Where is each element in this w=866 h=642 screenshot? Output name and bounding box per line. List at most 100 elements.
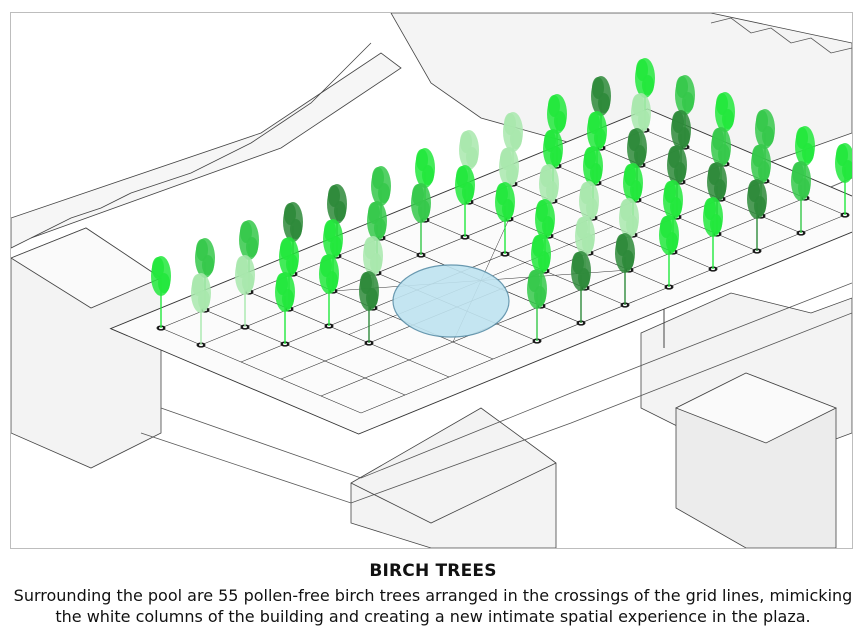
tree-canopy-detail: [280, 238, 292, 260]
tree-canopy-detail: [542, 216, 554, 236]
birch-tree: [359, 271, 379, 346]
birch-tree: [711, 127, 731, 202]
tree-canopy-detail: [496, 183, 508, 205]
tree-canopy-detail: [576, 217, 588, 239]
grid-line: [240, 163, 726, 363]
tree-canopy-detail: [792, 162, 804, 184]
tree-canopy-detail: [158, 273, 170, 293]
tree-canopy-detail: [462, 182, 474, 202]
tree-canopy-detail: [660, 216, 672, 238]
tree-canopy-detail: [710, 214, 722, 234]
tree-canopy-detail: [246, 237, 258, 257]
birch-tree: [499, 147, 519, 222]
tree-canopy-detail: [672, 111, 684, 133]
tree-canopy-detail: [528, 270, 540, 292]
tree-canopy-detail: [196, 239, 208, 261]
tree-canopy-detail: [622, 250, 634, 270]
tree-canopy-detail: [290, 219, 302, 239]
tree-canopy-detail: [548, 95, 560, 117]
tree-canopy-detail: [328, 185, 340, 207]
grid-line: [160, 129, 646, 329]
tree-canopy-detail: [712, 128, 724, 150]
tree-canopy-detail: [550, 146, 562, 166]
tree-canopy-detail: [718, 144, 730, 164]
caption-line-2: the white columns of the building and cr…: [55, 607, 811, 626]
tree-canopy-detail: [554, 111, 566, 131]
tree-canopy-detail: [326, 271, 338, 291]
tree-canopy-detail: [360, 272, 372, 294]
tree-canopy-detail: [374, 218, 386, 238]
tree-canopy-detail: [422, 165, 434, 185]
building-top-left-steps: [30, 42, 372, 239]
building-right-lower-top: [675, 372, 837, 444]
tree-canopy-detail: [366, 288, 378, 308]
reflecting-pool: [392, 264, 510, 338]
tree-canopy-detail: [236, 256, 248, 278]
birch-tree: [747, 179, 767, 254]
birch-trees: [151, 58, 852, 348]
tree-canopy-detail: [588, 112, 600, 134]
birch-tree: [755, 109, 775, 184]
birch-tree: [715, 92, 735, 167]
tree-canopy-detail: [416, 149, 428, 171]
tree-canopy-detail: [370, 253, 382, 273]
isometric-plaza-diagram: [11, 13, 852, 548]
tree-canopy-detail: [534, 286, 546, 306]
birch-tree: [751, 144, 771, 219]
tree-canopy-detail: [668, 146, 680, 168]
tree-canopy-detail: [628, 129, 640, 151]
birch-tree: [459, 130, 479, 205]
tree-canopy-detail: [624, 164, 636, 186]
tree-canopy-detail: [334, 201, 346, 221]
tree-canopy-detail: [368, 202, 380, 224]
tree-canopy-detail: [756, 110, 768, 132]
caption-title: BIRCH TREES: [369, 561, 497, 581]
tree-canopy-detail: [546, 181, 558, 201]
birch-tree: [547, 94, 567, 169]
tree-canopy-detail: [796, 127, 808, 149]
tree-canopy-detail: [842, 160, 852, 180]
grid-line: [280, 180, 766, 380]
birch-tree: [579, 181, 599, 256]
tree-canopy-detail: [630, 180, 642, 200]
tree-canopy-detail: [666, 232, 678, 252]
tree-canopy-detail: [722, 109, 734, 129]
tree-canopy-detail: [544, 130, 556, 152]
tree-canopy-detail: [532, 235, 544, 257]
tree-canopy-detail: [540, 165, 552, 187]
tree-canopy-detail: [836, 144, 848, 166]
grid-line: [200, 146, 686, 346]
birch-tree: [319, 254, 339, 329]
birch-tree: [151, 256, 171, 331]
tree-canopy-detail: [598, 93, 610, 113]
tree-canopy-detail: [762, 126, 774, 146]
tree-canopy-detail: [418, 200, 430, 220]
tree-canopy-detail: [584, 147, 596, 169]
tree-canopy-detail: [538, 251, 550, 271]
birch-tree: [495, 182, 515, 257]
tree-canopy-detail: [378, 183, 390, 203]
birch-tree: [539, 164, 559, 239]
birch-tree: [703, 197, 723, 272]
tree-canopy-detail: [192, 274, 204, 296]
tree-canopy-detail: [752, 145, 764, 167]
tree-canopy-detail: [460, 131, 472, 153]
tree-canopy-detail: [754, 196, 766, 216]
tree-canopy-detail: [284, 203, 296, 225]
tree-canopy-detail: [202, 255, 214, 275]
tree-canopy-detail: [798, 178, 810, 198]
birch-tree: [659, 215, 679, 290]
building-top-left: [11, 52, 402, 249]
tree-canopy-detail: [716, 93, 728, 115]
street-edge-lower: [140, 312, 852, 504]
tree-canopy-detail: [510, 129, 522, 149]
caption-line-1: Surrounding the pool are 55 pollen-free …: [13, 586, 853, 605]
tree-canopy-detail: [664, 181, 676, 203]
caption-body: Surrounding the pool are 55 pollen-free …: [6, 585, 860, 627]
tree-canopy-detail: [502, 199, 514, 219]
birch-tree: [615, 233, 635, 308]
tree-canopy-detail: [676, 76, 688, 98]
tree-canopy-detail: [500, 148, 512, 170]
tree-canopy-detail: [748, 180, 760, 202]
birch-tree: [835, 143, 852, 218]
